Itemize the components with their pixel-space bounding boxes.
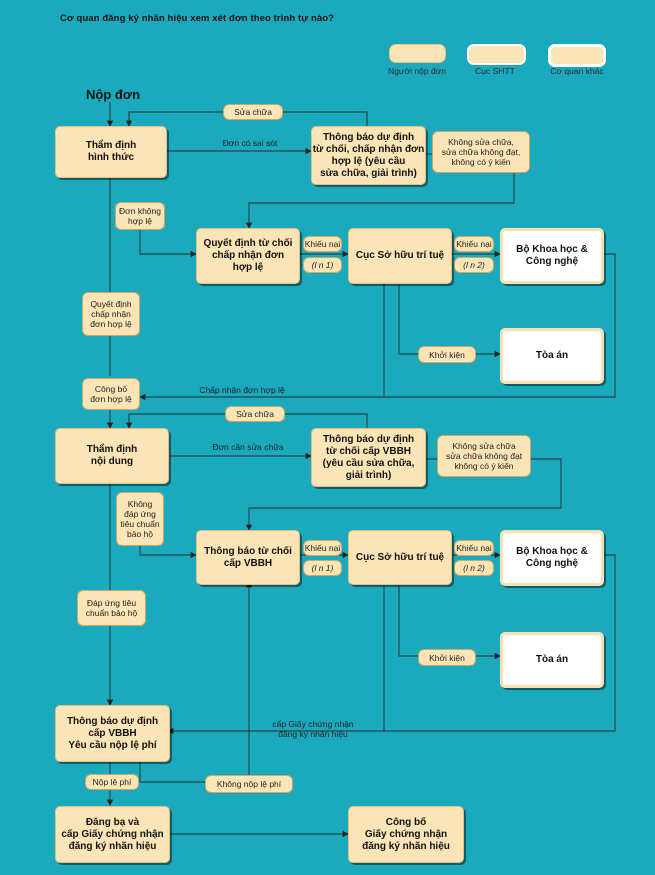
court-text-1: Tòa án [535,350,569,361]
text-grant-certificate: cấp Giấy chứng nhận đăng ký nhãn hiệu [272,719,354,739]
formal-examination-text: Thẩm định hình thức [85,140,137,163]
label-round-1b: (l n 1) [303,560,342,576]
notice-refusal-grant-text: Thông báo dự định từ chối cấp VBBH (yêu … [322,433,415,481]
text-defective-application: Đơn có sai sót [222,138,278,148]
label-meet-criteria: Đáp ứng tiêu chuẩn bảo hộ [77,590,146,626]
legend-label-ip-office: Cục SHTT [475,66,515,76]
ministry-science-node-1: Bộ Khoa học & Công nghệ [500,228,604,284]
publish-certificate-text: Công bố Giấy chứng nhận đăng ký nhãn hiệ… [362,816,450,852]
legend-swatch-applicant [389,44,446,63]
label-no-amend-2: Không sửa chữa sửa chữa không đạt không … [437,435,531,477]
label-no-fee: Không nộp lệ phí [205,775,293,793]
label-lawsuit-1: Khởi kiện [418,346,476,363]
notice-refuse-grant-text: Thông báo từ chối cấp VBBH [204,545,292,569]
notice-grant-fee-text: Thông báo dự định cấp VBBH Yêu cầu nộp l… [66,715,159,751]
label-amend-1: Sửa chữa [223,104,283,120]
label-lawsuit-2: Khởi kiện [418,649,476,666]
court-node-2: Tòa án [500,632,604,688]
registration-certificate-text: Đăng bạ và cấp Giấy chứng nhận đăng ký n… [61,816,164,852]
notice-refuse-grant-node: Thông báo từ chối cấp VBBH [196,530,300,585]
label-round-1a: (l n 1) [303,257,342,273]
notice-refusal-validity-node: Thông báo dự định từ chối, chấp nhận đơn… [311,126,426,185]
label-complaint-1: Khiếu nại [303,236,342,252]
ip-office-node-2: Cục Sở hữu trí tuệ [348,530,452,585]
label-publish-valid: Công bố đơn hợp lệ [82,378,140,410]
label-invalid-application: Đơn không hợp lệ [115,202,165,230]
registration-certificate-node: Đăng bạ và cấp Giấy chứng nhận đăng ký n… [55,806,170,863]
formal-examination-node: Thẩm định hình thức [55,126,167,178]
decision-refuse-validity-node: Quyết định từ chối chấp nhận đơn hợp lệ [196,228,300,284]
label-amend-2: Sửa chữa [225,406,285,422]
court-node-1: Tòa án [500,328,604,384]
start-label: Nộp đơn [86,87,141,102]
label-round-2b: (l n 2) [454,560,494,576]
legend-swatch-other-agency [548,44,606,67]
ministry-science-node-2: Bộ Khoa học & Công nghệ [500,530,604,586]
ip-office-text-1: Cục Sở hữu trí tuệ [355,250,445,261]
decision-refuse-validity-text: Quyết định từ chối chấp nhận đơn hợp lệ [203,238,293,273]
label-not-meet-criteria: Không đáp ứng tiêu chuẩn bảo hộ [116,492,164,546]
label-complaint-2: Khiếu nại [454,236,494,252]
publish-certificate-node: Công bố Giấy chứng nhận đăng ký nhãn hiệ… [348,806,464,863]
label-pay-fee: Nộp lệ phí [85,774,139,790]
substantive-examination-node: Thẩm định nội dung [55,428,169,484]
ministry-science-text-1: Bộ Khoa học & Công nghệ [516,244,588,267]
page-title: Cơ quan đăng ký nhãn hiệu xem xét đơn th… [60,13,335,24]
ip-office-text-2: Cục Sở hữu trí tuệ [355,551,445,563]
legend-label-applicant: Người nộp đơn [388,66,446,76]
label-complaint-4: Khiếu nại [454,540,494,556]
court-text-2: Tòa án [535,654,569,665]
notice-refusal-grant-node: Thông báo dự định từ chối cấp VBBH (yêu … [311,428,426,487]
ip-office-node-1: Cục Sở hữu trí tuệ [348,228,452,284]
label-accept-validity-decision: Quyết định chấp nhận đơn hợp lệ [82,292,140,336]
substantive-examination-text: Thẩm định nội dung [86,444,138,467]
legend-label-other-agency: Cơ quan khác [550,66,604,76]
label-complaint-3: Khiếu nại [303,540,342,556]
notice-refusal-validity-text: Thông báo dự định từ chối, chấp nhận đơn… [312,131,425,179]
text-accept-valid: Chấp nhận đơn hợp lệ [199,385,285,395]
notice-grant-fee-node: Thông báo dự định cấp VBBH Yêu cầu nộp l… [55,705,170,762]
ministry-science-text-2: Bộ Khoa học & Công nghệ [516,546,588,569]
text-needs-amendment: Đơn cần sửa chữa [212,442,284,452]
legend-swatch-ip-office [467,44,526,65]
label-round-2a: (l n 2) [454,257,494,273]
label-no-amend-1: Không sửa chữa, sửa chữa không đạt, khôn… [432,131,530,173]
